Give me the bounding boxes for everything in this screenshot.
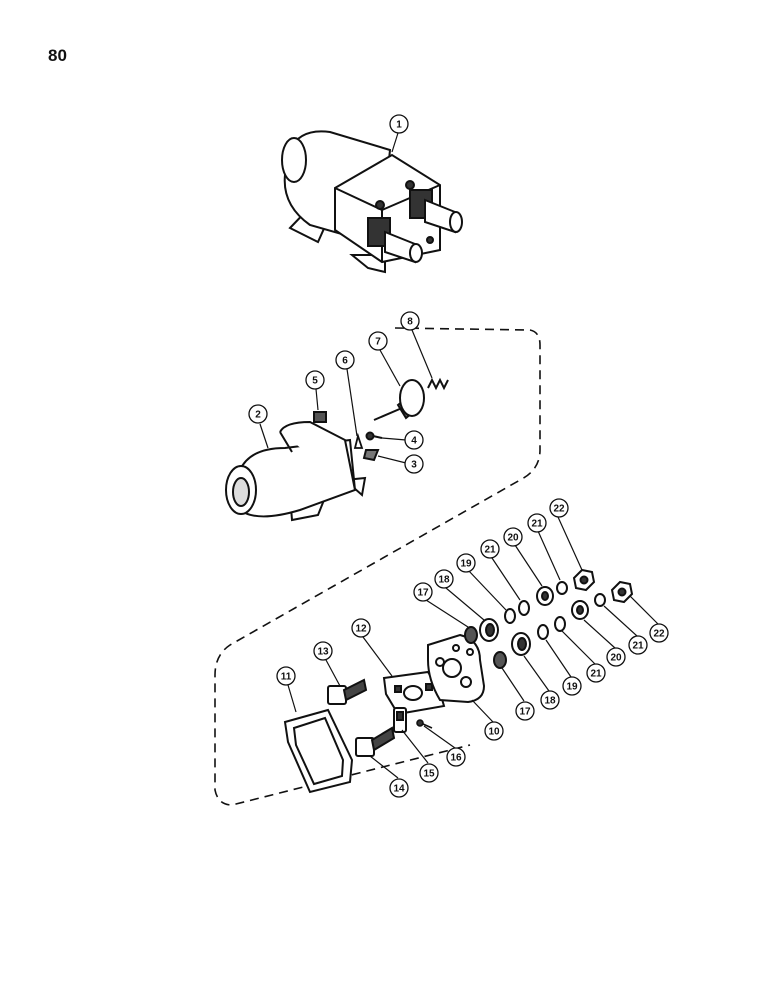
part-connector	[393, 707, 407, 733]
callout-label: 22	[653, 629, 665, 640]
callout-5: 5	[305, 370, 325, 390]
callout-label: 11	[281, 672, 292, 683]
callout-label: 13	[317, 647, 329, 658]
callout-label: 20	[507, 533, 519, 544]
callout-label: 16	[450, 753, 462, 764]
callout-21c: 21	[586, 663, 606, 683]
callout-label: 4	[411, 436, 417, 447]
part-bolt-upper	[327, 678, 368, 705]
leader-lines	[259, 132, 659, 779]
callout-11: 11	[276, 666, 296, 686]
callout-20a: 20	[503, 527, 523, 547]
callout-19a: 19	[456, 553, 476, 573]
callout-2: 2	[248, 404, 268, 424]
part-plunger	[373, 379, 425, 421]
part-bolt-lower	[355, 726, 396, 757]
callout-22b: 22	[649, 623, 669, 643]
callout-10: 10	[484, 721, 504, 741]
callout-4: 4	[404, 430, 424, 450]
callout-13: 13	[313, 641, 333, 661]
callout-label: 19	[566, 682, 578, 693]
part-cover	[427, 633, 486, 704]
callout-14: 14	[389, 778, 409, 798]
callout-15: 15	[419, 763, 439, 783]
callout-label: 6	[342, 356, 348, 367]
solenoid-body	[225, 420, 367, 522]
callout-label: 21	[632, 641, 644, 652]
callout-label: 8	[407, 317, 413, 328]
part-clip	[362, 449, 380, 462]
part-nut	[313, 411, 327, 423]
callout-22a: 22	[549, 498, 569, 518]
callout-label: 7	[375, 337, 381, 348]
callout-17a: 17	[413, 582, 433, 602]
callout-18a: 18	[434, 569, 454, 589]
callout-label: 19	[460, 559, 472, 570]
part-screw	[365, 431, 383, 441]
part-hardware-lower	[493, 580, 634, 669]
callout-21d: 21	[628, 635, 648, 655]
part-pin	[353, 432, 364, 449]
part-spring	[427, 377, 449, 391]
callout-12: 12	[351, 618, 371, 638]
callout-8: 8	[400, 311, 420, 331]
callout-20b: 20	[606, 647, 626, 667]
part-hardware-upper	[464, 568, 596, 644]
callout-label: 21	[590, 669, 602, 680]
solenoid-assembly	[281, 130, 463, 274]
callout-21a: 21	[480, 539, 500, 559]
callout-label: 17	[417, 588, 429, 599]
callout-label: 21	[531, 519, 543, 530]
page-number: 80	[48, 46, 67, 65]
part-small-screw	[416, 719, 433, 729]
callout-label: 18	[544, 696, 556, 707]
callout-7: 7	[368, 331, 388, 351]
callout-1: 1	[389, 114, 409, 134]
part-plate	[382, 670, 446, 716]
callout-label: 18	[438, 575, 450, 586]
callout-17b: 17	[515, 701, 535, 721]
callout-label: 15	[423, 769, 435, 780]
callout-label: 17	[519, 707, 531, 718]
callout-label: 5	[312, 376, 318, 387]
callout-16: 16	[446, 747, 466, 767]
callout-19b: 19	[562, 676, 582, 696]
callout-3: 3	[404, 454, 424, 474]
callout-label: 12	[355, 624, 367, 635]
callout-label: 1	[396, 120, 402, 131]
part-gasket	[283, 708, 354, 794]
callout-label: 10	[488, 727, 500, 738]
callout-label: 20	[610, 653, 622, 664]
callout-label: 2	[255, 410, 261, 421]
callout-label: 3	[411, 460, 417, 471]
callout-18b: 18	[540, 690, 560, 710]
callout-label: 21	[484, 545, 496, 556]
callout-6: 6	[335, 350, 355, 370]
callout-21b: 21	[527, 513, 547, 533]
callout-label: 22	[553, 504, 565, 515]
callout-label: 14	[393, 784, 405, 795]
